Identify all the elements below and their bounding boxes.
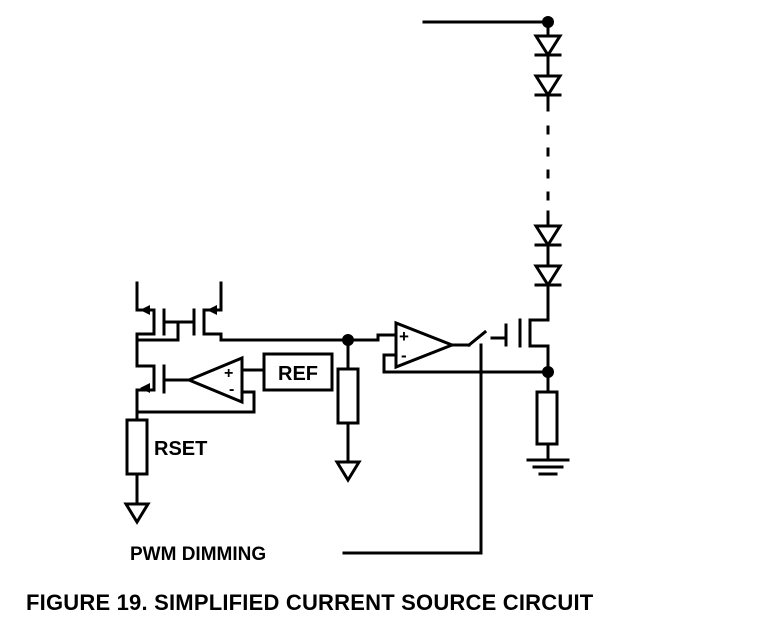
input-amp-minus-label: - bbox=[229, 381, 234, 398]
supply-rail bbox=[422, 16, 554, 28]
pwm-switch bbox=[450, 323, 508, 348]
output-transistor bbox=[518, 318, 554, 378]
led-string bbox=[533, 20, 563, 322]
input-pass-transistor bbox=[135, 364, 173, 422]
input-amplifier: + - bbox=[169, 355, 244, 405]
rset-feedback-wire bbox=[135, 390, 256, 414]
rset-resistor bbox=[125, 418, 149, 506]
input-amp-plus-label: + bbox=[224, 365, 233, 382]
current-mirror bbox=[135, 281, 223, 368]
sense-resistor bbox=[535, 370, 559, 462]
feedback-wire bbox=[382, 353, 550, 374]
current-source-schematic: + - PWM DIMMING REF + - bbox=[123, 16, 570, 565]
pwm-dimming-label: PWM DIMMING bbox=[130, 544, 266, 565]
led-diode-icon bbox=[533, 224, 563, 248]
figure-caption: FIGURE 19. SIMPLIFIED CURRENT SOURCE CIR… bbox=[26, 590, 594, 615]
node-resistor bbox=[336, 338, 360, 464]
led-diode-icon bbox=[533, 34, 563, 58]
reference-node-wire bbox=[219, 333, 398, 346]
error-amplifier: + - bbox=[394, 320, 457, 370]
pwm-control-line bbox=[342, 343, 483, 555]
led-diode-icon bbox=[533, 264, 563, 288]
earth-ground-icon bbox=[526, 458, 570, 476]
ref-label: REF bbox=[278, 363, 318, 385]
amp-minus-label: - bbox=[401, 346, 407, 365]
amp-plus-label: + bbox=[399, 327, 409, 346]
led-diode-icon bbox=[533, 74, 563, 98]
ground-triangle-icon bbox=[123, 502, 151, 525]
ground-triangle-icon bbox=[334, 460, 362, 483]
ref-block: REF bbox=[262, 352, 334, 392]
rset-label: RSET bbox=[154, 438, 207, 460]
